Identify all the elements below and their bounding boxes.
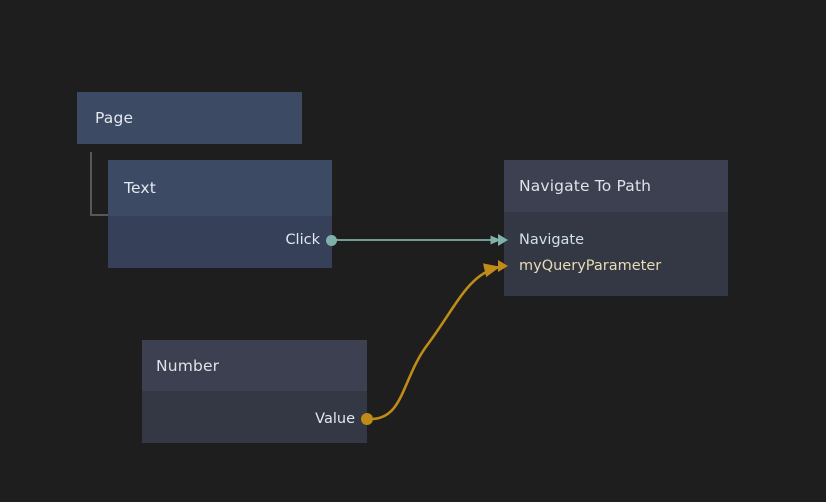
port-arrow-my-query-parameter[interactable] xyxy=(498,260,508,272)
node-text-header[interactable]: Text xyxy=(108,160,332,216)
port-label-my-query-parameter: myQueryParameter xyxy=(519,258,662,274)
port-row-navigate[interactable]: Navigate xyxy=(519,230,584,250)
port-dot-click[interactable] xyxy=(326,235,337,246)
node-navigate-to-path-body: Navigate myQueryParameter xyxy=(504,212,728,296)
port-row-click[interactable]: Click xyxy=(285,230,320,250)
edge-value-to-my-query-parameter[interactable] xyxy=(370,263,501,421)
node-text-title: Text xyxy=(124,179,156,197)
bracket-vertical-line xyxy=(90,152,92,216)
port-label-navigate: Navigate xyxy=(519,232,585,248)
node-page[interactable]: Page xyxy=(77,92,302,144)
node-navigate-to-path-header[interactable]: Navigate To Path xyxy=(504,160,728,212)
port-label-value: Value xyxy=(315,411,355,427)
port-arrow-navigate[interactable] xyxy=(498,234,508,246)
node-number-title: Number xyxy=(156,356,220,375)
node-text[interactable]: Text Click xyxy=(108,160,332,268)
port-label-click: Click xyxy=(285,232,320,248)
node-number-body: Value xyxy=(142,391,367,443)
bracket-horizontal-line xyxy=(90,214,110,216)
node-page-header[interactable]: Page xyxy=(77,92,302,144)
port-row-value[interactable]: Value xyxy=(315,409,355,429)
page-to-text-bracket xyxy=(90,152,110,216)
node-navigate-to-path-title: Navigate To Path xyxy=(519,177,652,195)
node-navigate-to-path[interactable]: Navigate To Path Navigate myQueryParamet… xyxy=(504,160,728,296)
node-text-body: Click xyxy=(108,216,332,268)
node-number[interactable]: Number Value xyxy=(142,340,367,443)
node-number-header[interactable]: Number xyxy=(142,340,367,391)
port-row-my-query-parameter[interactable]: myQueryParameter xyxy=(519,256,661,276)
node-page-title: Page xyxy=(95,109,134,127)
port-dot-value[interactable] xyxy=(361,413,373,425)
